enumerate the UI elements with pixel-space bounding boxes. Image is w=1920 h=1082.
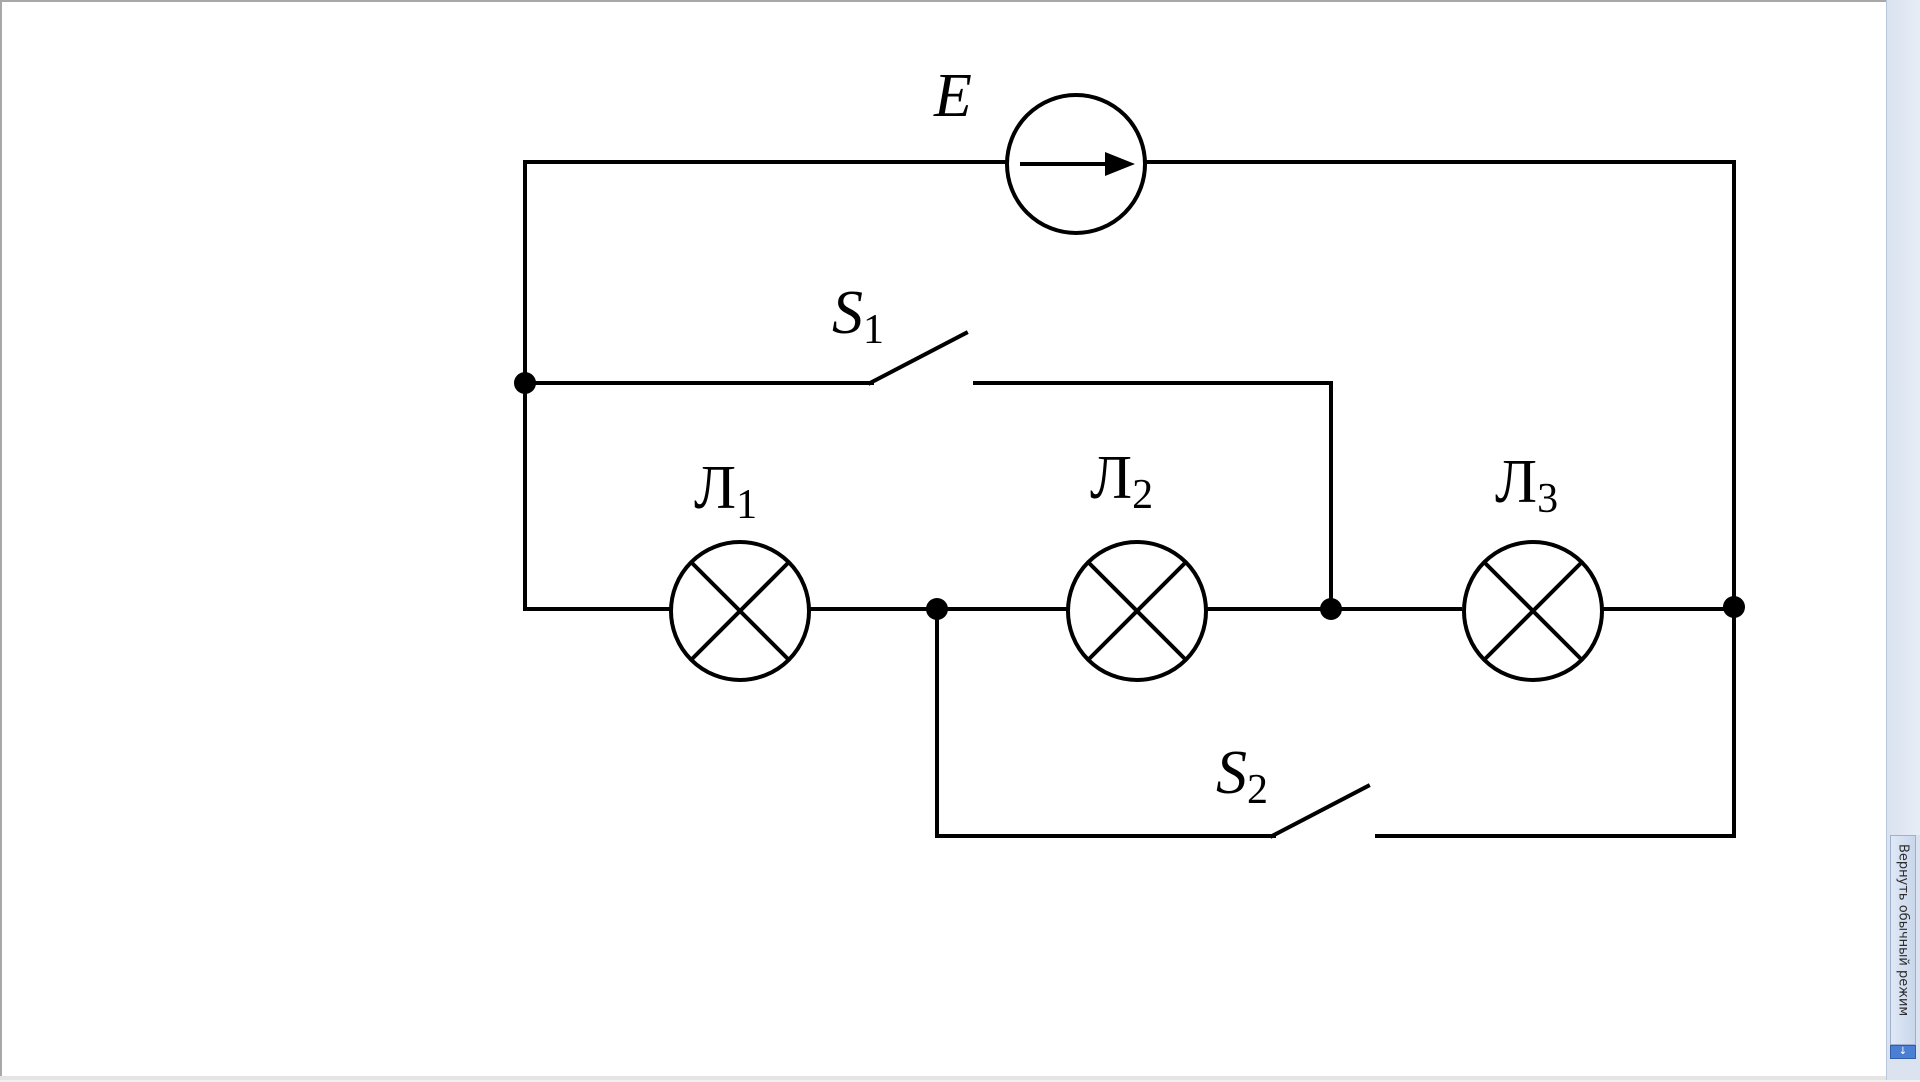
junction-node-l2-l3 [1320,598,1342,620]
lamp-3 [1462,540,1604,682]
side-panel-background [1887,0,1920,835]
source-label: E [933,62,972,130]
switch-2-blade [1269,783,1371,839]
lamp-2-label: Л2 [1090,444,1153,518]
lamp-3-label: Л3 [1495,448,1558,522]
junction-node-l1-l2 [926,598,948,620]
lamp-1-cross-b [689,560,791,662]
bottom-edge [0,1076,1886,1080]
junction-node-left [514,372,536,394]
switch-1-blade [867,330,969,386]
switch-1-label: S1 [832,279,884,353]
lamp-1 [669,540,811,682]
restore-normal-mode-label: Вернуть обычный режим [1895,844,1911,1017]
lamp-1-label: Л1 [694,454,757,528]
lamp-3-cross-b [1482,560,1584,662]
switch-2-label: S2 [1216,739,1268,813]
restore-normal-mode-button[interactable]: Вернуть обычный режим [1890,835,1916,1045]
lamp-2 [1066,540,1208,682]
lamp-2-cross-b [1086,560,1188,662]
current-source [1005,93,1147,235]
side-panel: Вернуть обычный режим ↓ [1886,0,1920,1080]
restore-arrow-icon[interactable]: ↓ [1890,1045,1916,1059]
source-arrow-head [1105,152,1135,176]
junction-node-right [1723,596,1745,618]
